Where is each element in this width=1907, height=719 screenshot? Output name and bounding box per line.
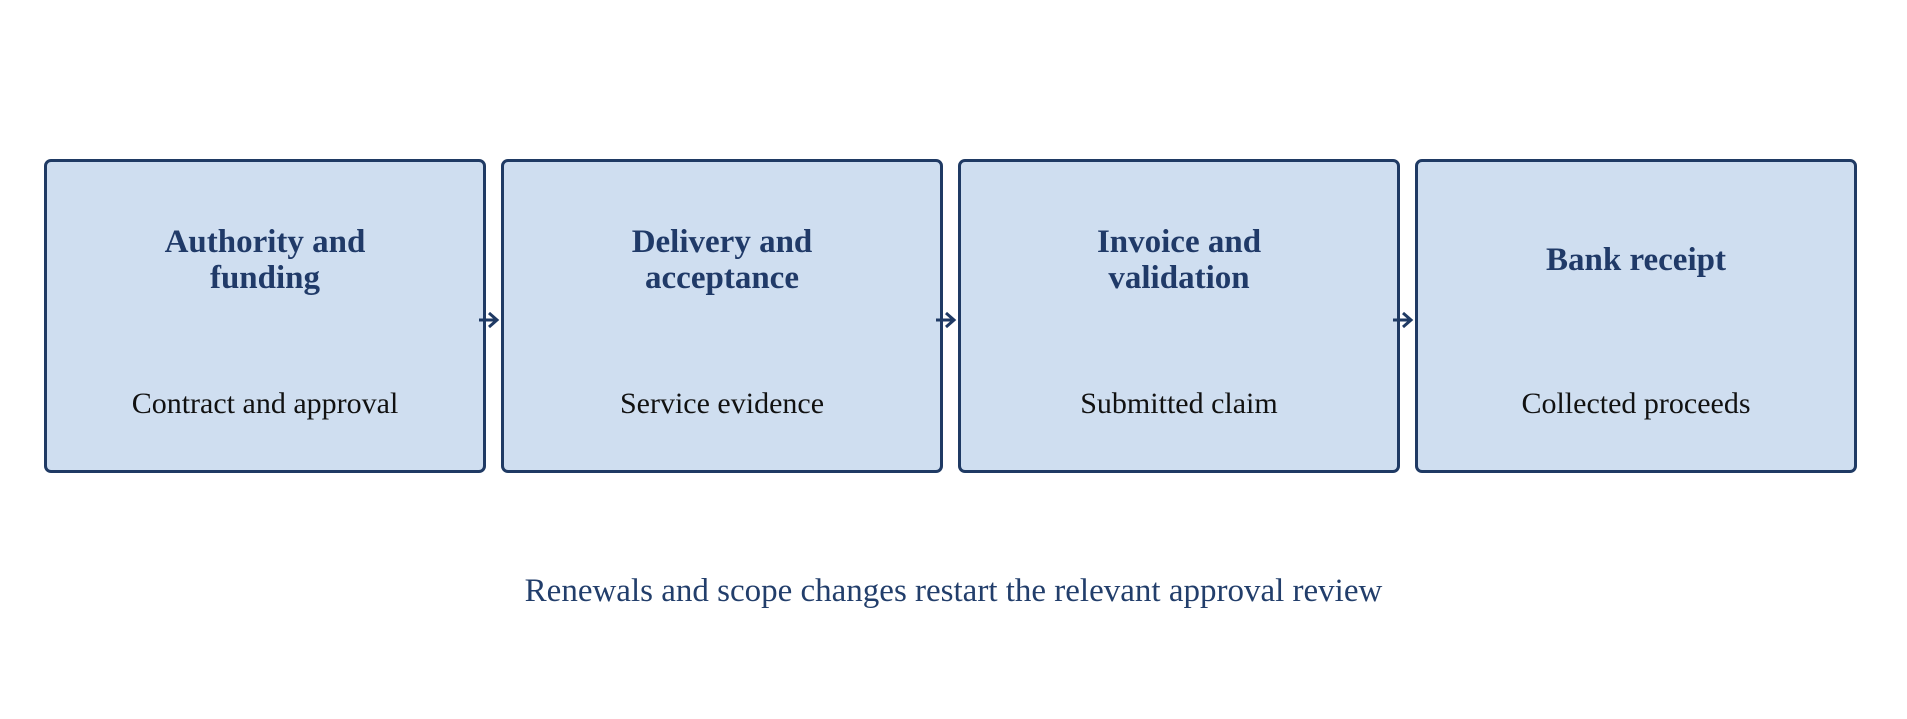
- step-title: Delivery and acceptance: [631, 223, 813, 296]
- step-invoice-validation: Invoice and validation Submitted claim: [958, 159, 1400, 473]
- step-authority-funding: Authority and funding Contract and appro…: [44, 159, 486, 473]
- arrow-right-icon: [1393, 311, 1414, 329]
- arrow-right-icon: [936, 311, 957, 329]
- step-title: Bank receipt: [1546, 241, 1726, 278]
- step-title: Authority and funding: [164, 223, 366, 296]
- step-subtitle: Collected proceeds: [1521, 387, 1751, 420]
- step-subtitle: Contract and approval: [131, 387, 399, 420]
- arrow-right-icon: [479, 311, 500, 329]
- step-delivery-acceptance: Delivery and acceptance Service evidence: [501, 159, 943, 473]
- step-bank-receipt: Bank receipt Collected proceeds: [1415, 159, 1857, 473]
- step-subtitle: Service evidence: [619, 387, 825, 420]
- step-subtitle: Submitted claim: [1080, 387, 1278, 420]
- step-title: Invoice and validation: [1096, 223, 1262, 296]
- footnote: Renewals and scope changes restart the r…: [524, 573, 1383, 609]
